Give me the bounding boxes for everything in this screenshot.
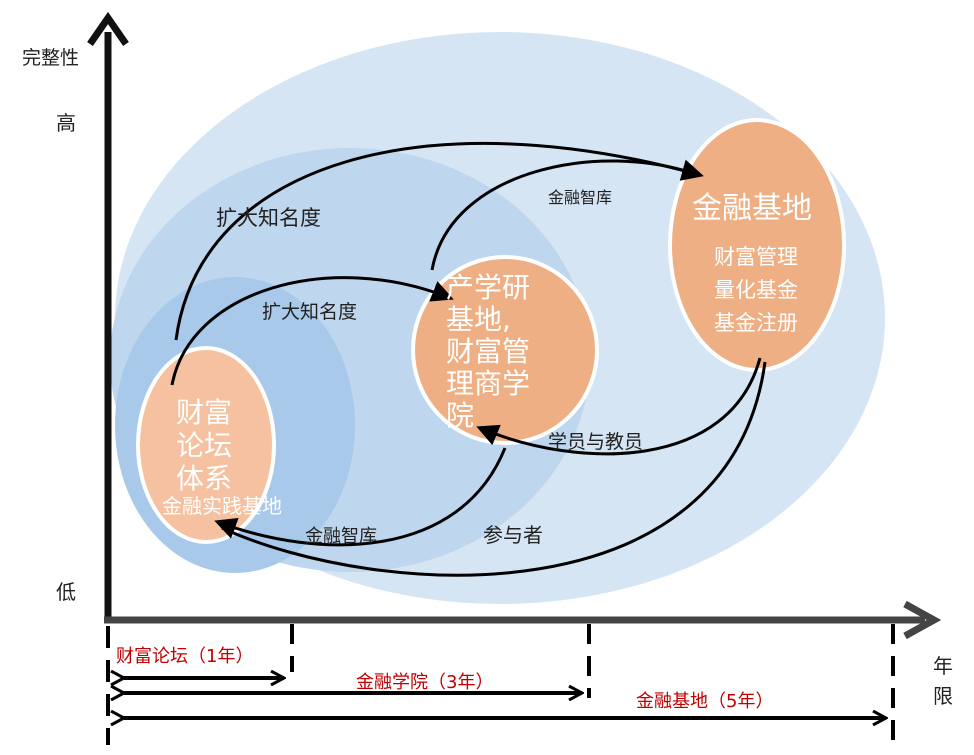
y-low-label: 低 (56, 580, 76, 604)
node-forum (136, 346, 276, 544)
arrow-academy-to-forum (214, 447, 507, 547)
academy-line-5: 院 (446, 399, 474, 432)
arrow-base-to-forum (221, 361, 767, 577)
academy-line-1: 产学研 (446, 271, 530, 304)
x-axis-label-1: 年 (933, 654, 953, 678)
arrow-forum-to-base (174, 141, 704, 341)
timeline-forum: 财富论坛（1年） (116, 646, 253, 667)
label-students-teachers: 学员与教员 (548, 431, 643, 453)
label-think-tank-bottom: 金融智库 (305, 526, 377, 547)
timeline-academy: 金融学院（3年） (356, 672, 493, 693)
label-participants: 参与者 (483, 523, 543, 547)
forum-line-3: 体系 (176, 462, 232, 495)
timeline-base: 金融基地（5年） (636, 691, 773, 712)
academy-line-3: 财富管 (446, 335, 530, 368)
forum-sub: 金融实践基地 (162, 494, 282, 518)
base-title: 金融基地 (692, 191, 812, 226)
y-axis-label: 完整性 (22, 47, 79, 69)
x-axis-arrowhead (903, 600, 942, 640)
arrow-base-to-academy (476, 357, 762, 456)
arrow-forum-to-academy (170, 276, 454, 386)
base-item-2: 量化基金 (714, 278, 798, 302)
forum-line-1: 财富 (176, 396, 232, 429)
base-item-1: 财富管理 (714, 245, 798, 269)
base-item-3: 基金注册 (714, 311, 798, 335)
y-axis-arrowhead (87, 11, 129, 46)
x-axis-label-2: 限 (933, 684, 953, 708)
label-think-tank-top: 金融智库 (548, 188, 612, 207)
label-inner-awareness: 扩大知名度 (262, 301, 357, 323)
y-high-label: 高 (56, 111, 76, 135)
forum-line-2: 论坛 (176, 429, 232, 462)
academy-line-4: 理商学 (446, 367, 530, 400)
academy-line-2: 基地, (446, 303, 511, 336)
node-academy (411, 255, 599, 445)
arrow-academy-to-base (430, 159, 699, 271)
label-outer-awareness: 扩大知名度 (216, 206, 321, 230)
